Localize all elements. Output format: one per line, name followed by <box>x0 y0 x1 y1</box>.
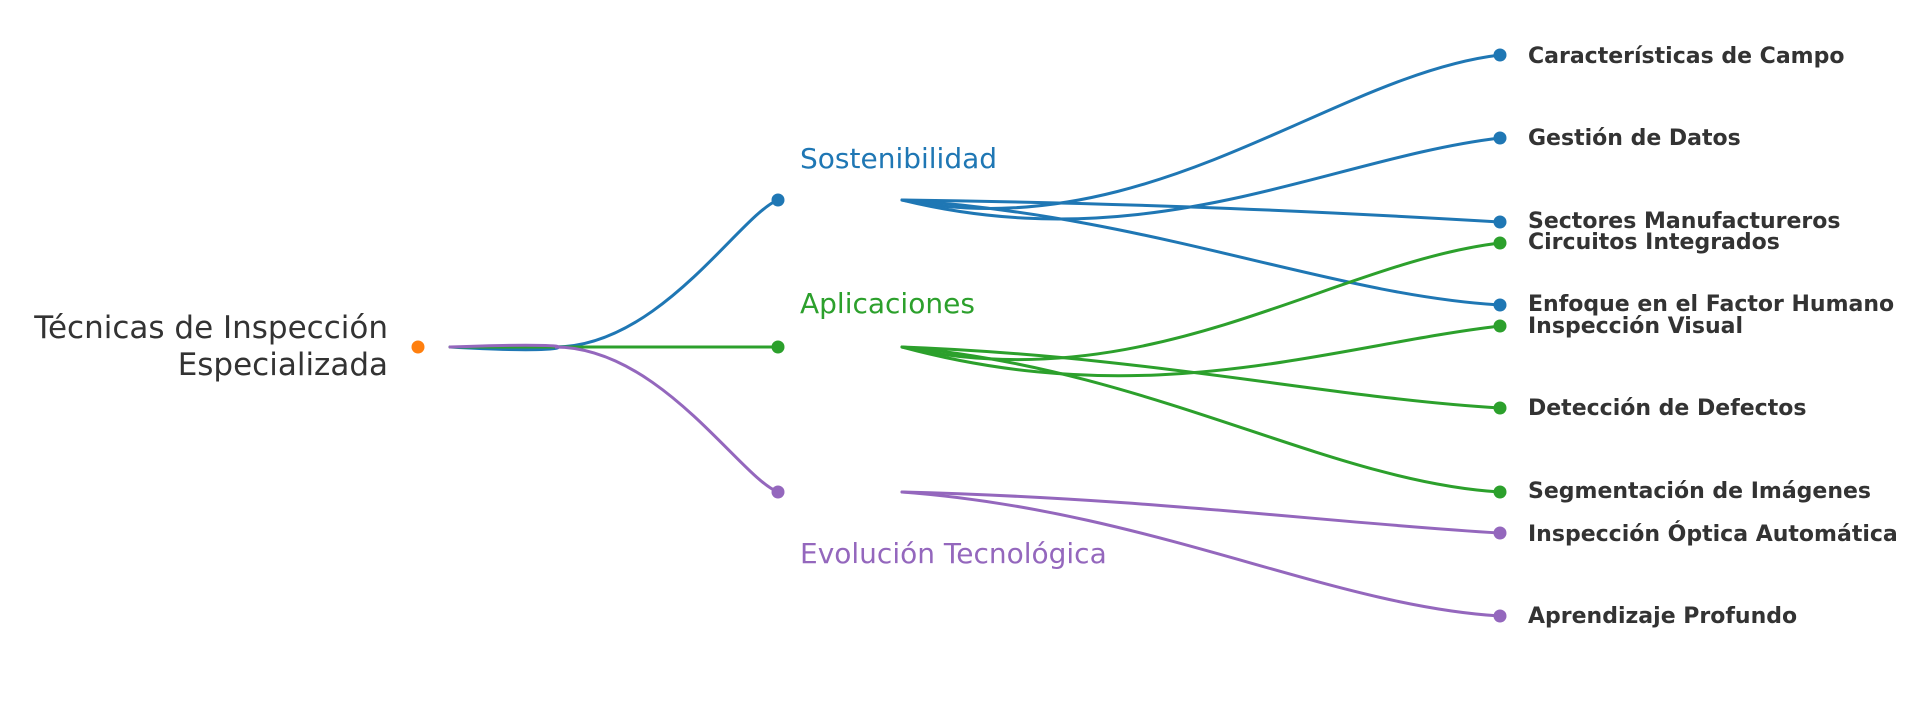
root-node-marker <box>411 340 425 354</box>
leaf-node <box>1493 401 1507 415</box>
leaf-node <box>1493 131 1507 145</box>
leaf-node <box>1493 298 1507 312</box>
edge-sostenibilidad-leaf <box>900 136 1502 221</box>
leaf-label: Sectores Manufactureros <box>1528 209 1841 234</box>
edge-sostenibilidad-leaf <box>900 53 1502 210</box>
leaf-label: Enfoque en el Factor Humano <box>1528 292 1894 317</box>
edge-aplicaciones-leaf <box>900 345 1502 410</box>
branch-label-evolucion: Evolución Tecnológica <box>800 537 1107 570</box>
edge-evolucion-leaf <box>900 490 1502 535</box>
root-label-line1: Técnicas de Inspección <box>33 310 388 346</box>
leaf-label: Inspección Óptica Automática <box>1528 521 1898 547</box>
edge-aplicaciones-leaf <box>900 345 1502 494</box>
root-label-line2: Especializada <box>178 347 388 383</box>
node-markers <box>411 48 1507 623</box>
leaf-label: Detección de Defectos <box>1528 396 1806 421</box>
edge-aplicaciones-leaf <box>900 241 1502 362</box>
connector-lines <box>448 53 1502 618</box>
leaf-node <box>1493 485 1507 499</box>
root-node: Técnicas de Inspección Especializada <box>33 310 388 383</box>
leaf-label: Aprendizaje Profundo <box>1528 604 1797 629</box>
leaf-label: Gestión de Datos <box>1528 126 1741 151</box>
leaf-node <box>1493 215 1507 229</box>
leaf-label: Circuitos Integrados <box>1528 230 1780 255</box>
branch-label-sostenibilidad: Sostenibilidad <box>800 142 997 175</box>
edge-root-to-sostenibilidad <box>448 198 780 352</box>
leaf-node <box>1493 609 1507 623</box>
leaf-node <box>1493 526 1507 540</box>
leaf-node <box>1493 236 1507 250</box>
leaf-label: Inspección Visual <box>1528 314 1743 339</box>
leaf-node <box>1493 48 1507 62</box>
leaf-label: Características de Campo <box>1528 44 1844 69</box>
edge-aplicaciones-leaf <box>900 324 1502 378</box>
branch-label-aplicaciones: Aplicaciones <box>800 287 975 320</box>
edge-root-to-evolucion <box>448 343 780 494</box>
leaf-label: Segmentación de Imágenes <box>1528 479 1871 504</box>
edge-sostenibilidad-leaf <box>900 198 1502 307</box>
leaf-node <box>1493 319 1507 333</box>
edge-evolucion-leaf <box>900 490 1502 618</box>
branch-node-evolucion <box>771 485 785 499</box>
branch-node-sostenibilidad <box>771 193 785 207</box>
branch-node-aplicaciones <box>771 340 785 354</box>
edge-sostenibilidad-leaf <box>900 198 1502 224</box>
